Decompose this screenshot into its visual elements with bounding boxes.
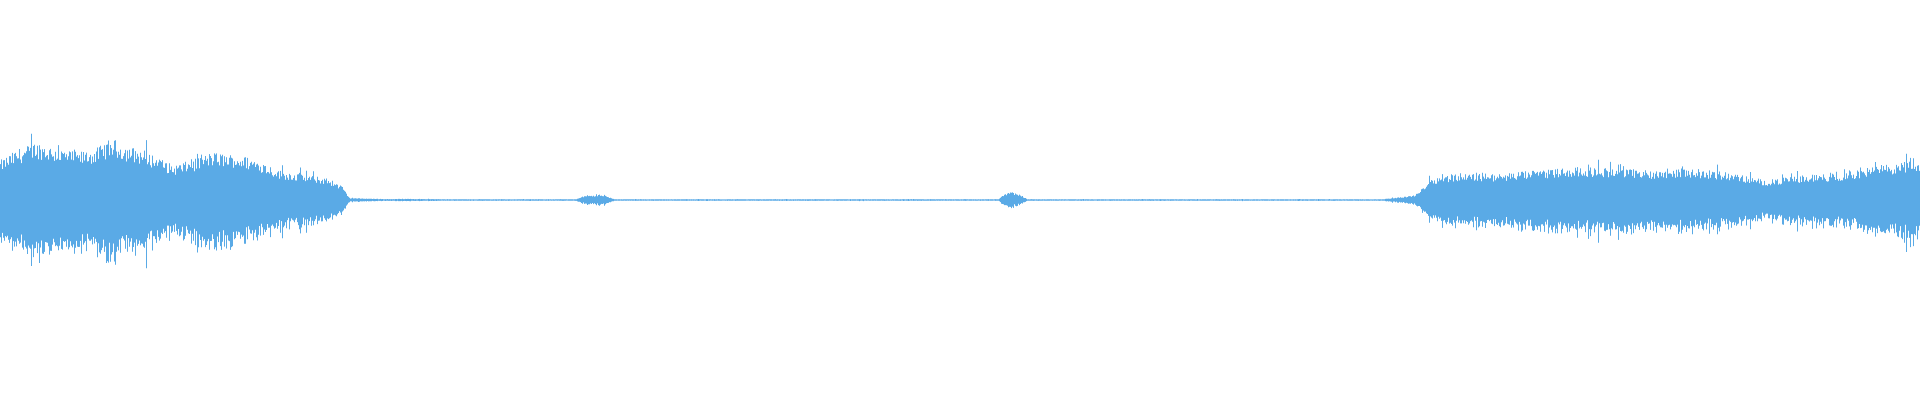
waveform-path — [0, 133, 1920, 269]
waveform-samples — [0, 133, 1920, 269]
